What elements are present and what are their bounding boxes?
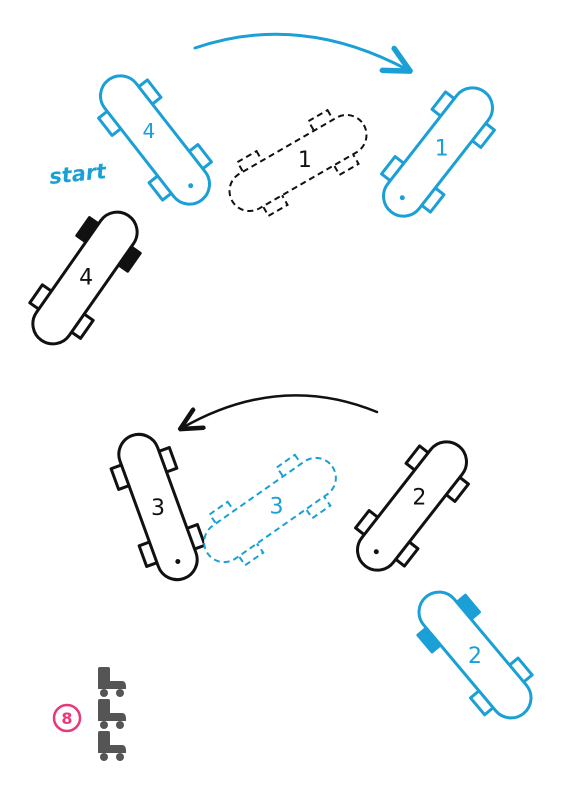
board-3-ghost-number: 3 [270,494,284,519]
start-label: start [48,159,108,189]
arrow-bottom [182,394,379,428]
board-1-ghost: 1 [228,108,368,218]
roller-skate-icon [98,731,126,761]
board-1-ghost-number: 1 [298,148,312,173]
page-number: 8 [61,709,72,728]
board-2-black: 2 [354,440,470,572]
roller-skate-icon [98,667,126,697]
arrow-top [193,32,408,70]
board-4-blue-number: 4 [142,119,155,143]
page-number-badge: 8 [52,703,82,733]
roller-skate-icon [98,699,126,729]
board-2-blue-number: 2 [468,644,482,669]
board-2-black-number: 2 [412,486,426,511]
board-4-blue: 4 [97,74,213,206]
board-3-ghost: 3 [203,453,337,567]
board-4-black: 4 [28,210,142,346]
board-3-black: 3 [109,432,207,582]
board-1-blue: 1 [380,86,496,218]
board-2-blue: 2 [416,590,534,720]
board-1-blue-number: 1 [435,136,449,161]
board-3-black-number: 3 [151,496,165,521]
board-4-black-number: 4 [79,265,93,290]
